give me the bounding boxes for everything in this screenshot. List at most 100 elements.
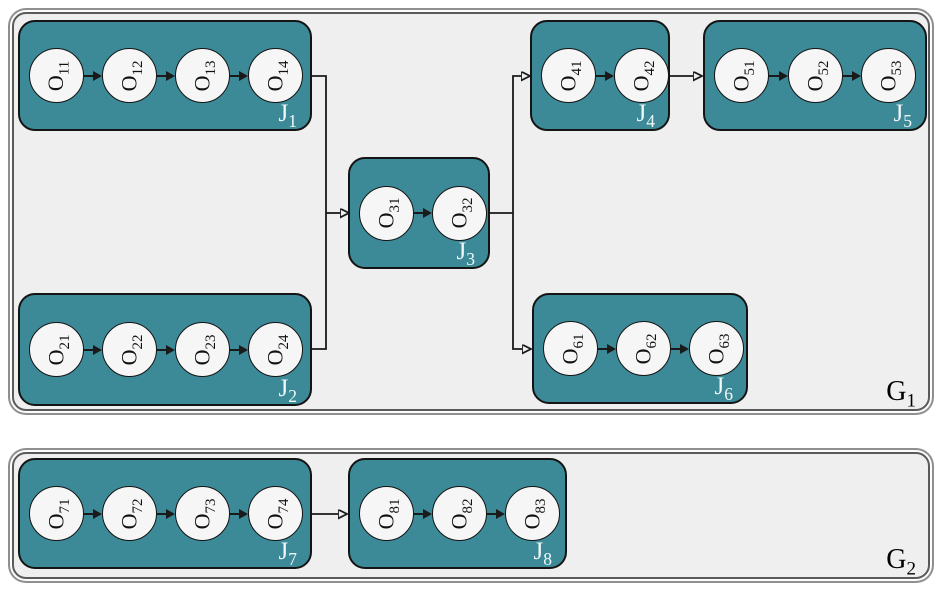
job-label-base: J xyxy=(533,538,544,566)
op-label: O11 xyxy=(43,60,73,91)
op-node-o71: O71 xyxy=(29,486,84,541)
op-label: O74 xyxy=(262,498,292,529)
job-label-sub: 2 xyxy=(288,386,297,407)
op-chain-j2: O21 O22 O23 O24 xyxy=(20,295,310,404)
op-node-o51: O51 xyxy=(714,48,769,103)
op-node-o23: O23 xyxy=(175,322,230,377)
job-label-sub: 4 xyxy=(646,111,655,132)
job-box-j3: O31 O32 J3 xyxy=(348,157,490,269)
op-chain-j5: O51 O52 O53 xyxy=(705,22,925,129)
job-label-sub: 1 xyxy=(288,111,297,132)
op-arrow xyxy=(84,70,102,81)
job-box-j6: O61 O62 O63 J6 xyxy=(532,293,748,404)
op-chain-j3: O31 O32 xyxy=(350,159,488,267)
group-label-base: G xyxy=(886,376,907,408)
group-label-g2: G2 xyxy=(886,543,916,579)
op-chain-j8: O81 O82 O83 xyxy=(350,460,565,567)
op-label: O31 xyxy=(373,197,403,229)
job-box-j1: O11 O12 O13 O14 J1 xyxy=(18,20,312,131)
op-node-o63: O63 xyxy=(689,321,744,376)
job-label-j6: J6 xyxy=(714,373,733,405)
job-label-base: J xyxy=(278,538,289,566)
op-node-o62: O62 xyxy=(616,321,671,376)
op-label: O13 xyxy=(189,60,219,91)
job-label-base: J xyxy=(278,100,289,128)
op-node-o81: O81 xyxy=(359,486,414,541)
op-node-o14: O14 xyxy=(248,48,303,103)
op-label: O62 xyxy=(630,333,660,364)
op-label: O71 xyxy=(43,498,73,529)
op-arrow xyxy=(84,508,102,519)
job-label-base: J xyxy=(893,100,904,128)
op-arrow xyxy=(671,343,689,354)
op-node-o41: O41 xyxy=(541,48,596,103)
group-label-g1: G1 xyxy=(886,375,916,411)
op-arrow xyxy=(230,508,248,519)
op-arrow xyxy=(230,344,248,355)
op-chain-j4: O41 O42 xyxy=(532,22,669,129)
op-node-o21: O21 xyxy=(29,322,84,377)
op-node-o31: O31 xyxy=(359,185,414,241)
op-arrow xyxy=(842,70,861,81)
job-label-base: J xyxy=(278,375,289,403)
op-label: O41 xyxy=(555,60,585,91)
op-node-o24: O24 xyxy=(248,322,303,377)
op-label: O51 xyxy=(728,60,758,91)
op-arrow xyxy=(157,344,175,355)
job-label-j4: J4 xyxy=(636,100,655,132)
job-label-j5: J5 xyxy=(893,100,912,130)
group-label-base: G xyxy=(886,544,907,576)
op-label: O63 xyxy=(703,333,733,364)
op-node-o32: O32 xyxy=(432,185,487,241)
job-label-sub: 6 xyxy=(724,384,733,405)
op-node-o12: O12 xyxy=(102,48,157,103)
op-arrow xyxy=(157,70,175,81)
op-node-o52: O52 xyxy=(787,48,843,103)
op-arrow xyxy=(84,344,102,355)
op-arrow xyxy=(157,508,175,519)
op-chain-j1: O11 O12 O13 O14 xyxy=(20,22,310,129)
op-node-o13: O13 xyxy=(175,48,230,103)
op-node-o83: O83 xyxy=(505,486,560,541)
job-label-j3: J3 xyxy=(456,238,475,270)
op-label: O52 xyxy=(802,60,832,91)
op-node-o72: O72 xyxy=(102,486,157,541)
op-label: O42 xyxy=(628,60,658,91)
op-node-o22: O22 xyxy=(102,322,157,377)
job-box-j4: O41 O42 J4 xyxy=(530,20,670,131)
op-arrow xyxy=(769,70,787,81)
job-label-base: J xyxy=(636,100,647,128)
op-label: O73 xyxy=(189,498,219,529)
op-node-o53: O53 xyxy=(861,48,916,103)
op-node-o73: O73 xyxy=(175,486,230,541)
op-arrow xyxy=(414,208,432,218)
op-node-o82: O82 xyxy=(432,486,487,541)
job-label-sub: 3 xyxy=(466,249,475,270)
job-box-j2: O21 O22 O23 O24 J2 xyxy=(18,293,312,406)
op-label: O21 xyxy=(43,334,73,365)
op-arrow xyxy=(414,508,432,519)
op-node-o74: O74 xyxy=(248,486,303,541)
job-label-base: J xyxy=(714,373,725,401)
job-label-base: J xyxy=(456,238,467,266)
op-arrow xyxy=(596,70,614,81)
op-label: O23 xyxy=(189,334,219,365)
job-label-j8: J8 xyxy=(533,538,552,570)
op-arrow xyxy=(487,508,505,519)
op-arrow xyxy=(598,343,616,354)
job-box-j8: O81 O82 O83 J8 xyxy=(348,458,567,569)
op-node-o42: O42 xyxy=(614,48,669,103)
op-label: O72 xyxy=(116,498,146,529)
op-chain-j6: O61 O62 O63 xyxy=(534,295,746,402)
op-label: O82 xyxy=(446,498,476,529)
op-label: O53 xyxy=(875,60,905,91)
job-label-sub: 8 xyxy=(543,549,552,570)
op-label: O81 xyxy=(373,498,403,529)
job-label-j2: J2 xyxy=(278,375,297,407)
op-label: O61 xyxy=(557,333,587,364)
op-arrow xyxy=(230,70,248,81)
job-label-j1: J1 xyxy=(278,100,297,132)
op-label: O12 xyxy=(116,60,146,91)
